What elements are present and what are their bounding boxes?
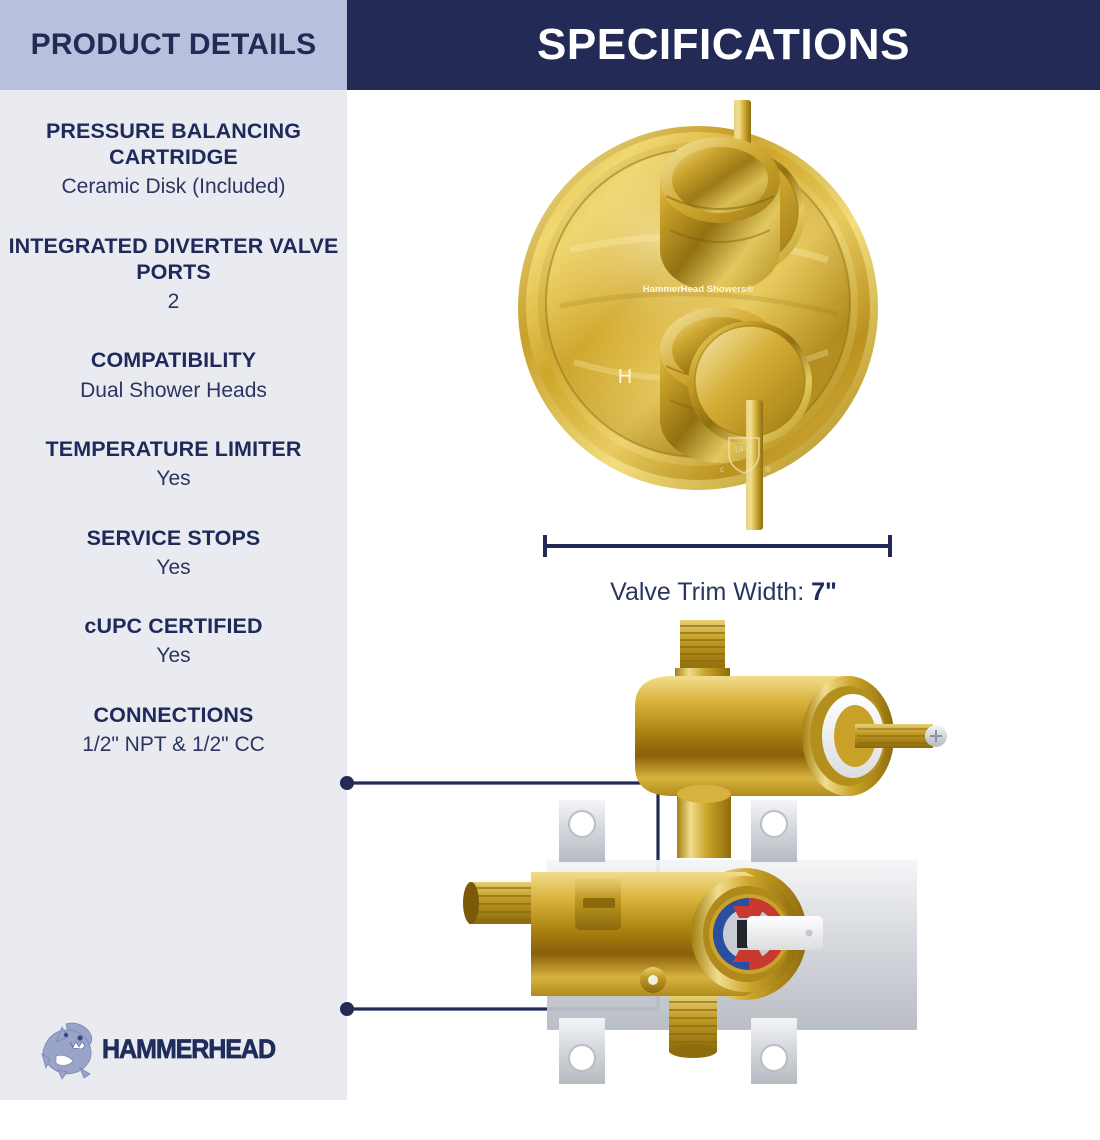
limiter-lever [747,916,823,950]
trim-brand-mark: HammerHead Showers® [643,284,753,295]
spec-value: Dual Shower Heads [80,378,267,402]
mounting-bracket-top-right [751,800,797,862]
body-lug [640,967,666,993]
diverter-cartridge-assembly [635,620,947,858]
spec-value: 2 [167,290,180,314]
upper-knob-collar [660,137,780,293]
spec-label: CONNECTIONS [93,702,254,727]
dimension-value: 7" [811,578,837,606]
rough-in-valve-image [463,620,947,1084]
spec-value: Yes [156,644,191,668]
spec-label: cUPC CERTIFIED [84,614,263,639]
mounting-bracket-bottom-left [559,1018,605,1084]
product-illustrations: HammerHead Showers® H [340,90,1100,1100]
product-details-sidebar: PRODUCT DETAILS PRESSURE BALANCING CARTR… [0,0,347,1100]
valve-trim-image: HammerHead Showers® H [518,100,878,530]
service-stop-left [463,882,531,924]
spec-label: TEMPERATURE LIMITER [45,436,302,461]
spec-item-temperature-limiter: TEMPERATURE LIMITER Yes [8,436,339,493]
mounting-bracket-bottom-right [751,1018,797,1084]
temperature-limiter-stop [709,894,823,974]
logo-wordmark: HAMMERHEAD [102,1033,277,1064]
spec-value: Ceramic Disk (Included) [61,175,286,199]
shark-icon [41,1022,93,1080]
spec-value: Yes [156,467,191,491]
specifications-title: SPECIFICATIONS [537,20,910,69]
spec-label: COMPATIBILITY [90,348,257,373]
spec-value: 1/2" NPT & 1/2" CC [82,732,265,756]
svg-text:®: ® [765,465,771,474]
sidebar-header-title: PRODUCT DETAILS [30,27,317,61]
spec-label: PRESSURE BALANCING CARTRIDGE [45,119,302,170]
spec-value: Yes [156,555,191,579]
callout-dot-connections [340,1002,354,1016]
svg-text:UPC: UPC [735,444,753,454]
spec-item-connections: CONNECTIONS 1/2" NPT & 1/2" CC [8,702,339,759]
spec-item-integrated-diverter-valve-ports: INTEGRATED DIVERTER VALVE PORTS 2 [8,233,339,316]
specifications-panel: SPECIFICATIONS [340,0,1100,1100]
pressure-balance-body [463,868,823,1058]
dimension-label: Valve Trim Width: [610,578,812,606]
hot-marking: H [618,366,632,388]
spec-item-pressure-balancing-cartridge: PRESSURE BALANCING CARTRIDGE Ceramic Dis… [8,118,339,201]
spec-item-cupc-certified: cUPC CERTIFIED Yes [8,613,339,670]
cupc-certification-icon: UPC c ® [720,437,771,474]
service-stop-screw [575,878,621,930]
bottom-outlet-port [669,996,717,1058]
hammerhead-logo: HAMMERHEAD [36,1016,276,1082]
spec-item-service-stops: SERVICE STOPS Yes [8,525,339,582]
spec-list: PRESSURE BALANCING CARTRIDGE Ceramic Dis… [0,90,347,790]
sidebar-header: PRODUCT DETAILS [0,0,347,90]
callout-dot-service-stops [340,776,354,790]
valve-trim-width-caption: Valve Trim Width: 7" [347,578,1100,607]
mounting-bracket-top-left [559,800,605,862]
svg-text:c: c [720,465,724,474]
spec-label: SERVICE STOPS [86,525,261,550]
spec-label: INTEGRATED DIVERTER VALVE PORTS [8,233,339,284]
valve-trim-width-dimension [543,535,892,557]
specifications-header: SPECIFICATIONS [347,0,1100,90]
spec-item-compatibility: COMPATIBILITY Dual Shower Heads [8,347,339,404]
